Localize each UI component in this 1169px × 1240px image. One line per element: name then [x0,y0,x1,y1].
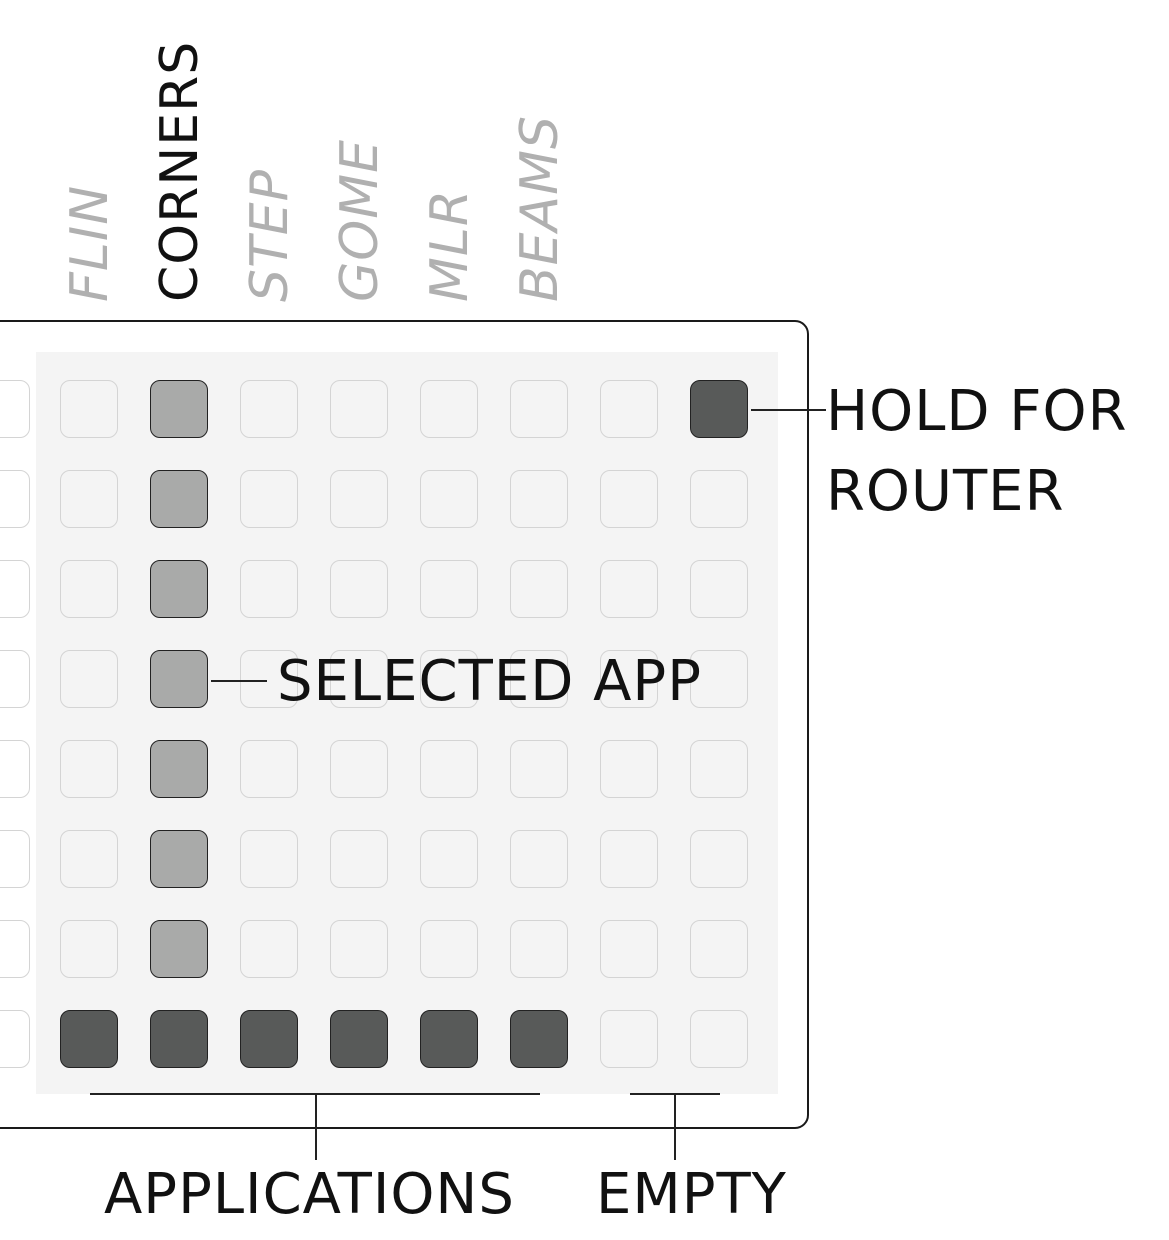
grid-key[interactable] [240,830,298,888]
grid-key[interactable] [690,920,748,978]
grid-key[interactable] [600,470,658,528]
grid-key[interactable] [0,380,30,438]
grid-key[interactable] [600,560,658,618]
app-label-mlr: MLR [420,189,480,302]
grid-key[interactable] [420,830,478,888]
grid-key[interactable] [240,740,298,798]
grid-key[interactable] [510,650,568,708]
grid-key[interactable] [420,380,478,438]
grid-key[interactable] [510,470,568,528]
applications-label: APPLICATIONS [104,1162,515,1227]
grid-key[interactable] [0,560,30,618]
app-label-beams: BEAMS [510,115,570,302]
selected-app-key[interactable] [150,380,208,438]
grid-key[interactable] [510,740,568,798]
grid-key[interactable] [600,920,658,978]
application-key[interactable] [330,1010,388,1068]
grid-key[interactable] [240,560,298,618]
grid-key[interactable] [420,740,478,798]
grid-key[interactable] [600,830,658,888]
grid-key[interactable] [690,650,748,708]
grid-key[interactable] [420,470,478,528]
router-callout-line [751,409,826,411]
grid-key[interactable] [510,920,568,978]
grid-key[interactable] [60,650,118,708]
grid-key[interactable] [420,650,478,708]
selected-app-key[interactable] [150,740,208,798]
grid-key[interactable] [330,470,388,528]
app-label-flin: FLIN [60,184,120,302]
grid-key[interactable] [690,560,748,618]
selected-app-key[interactable] [150,830,208,888]
application-key[interactable] [420,1010,478,1068]
grid-key[interactable] [330,650,388,708]
selected-app-key[interactable] [150,470,208,528]
router-key[interactable] [690,380,748,438]
grid-key[interactable] [240,380,298,438]
applications-leader-line [315,1094,317,1160]
app-label-step: STEP [240,169,300,302]
grid-key[interactable] [330,740,388,798]
grid-key[interactable] [690,830,748,888]
grid-key[interactable] [420,560,478,618]
grid-key[interactable] [60,830,118,888]
grid-key[interactable] [0,470,30,528]
grid-key[interactable] [690,740,748,798]
grid-key[interactable] [510,380,568,438]
empty-leader-line [674,1094,676,1160]
grid-key[interactable] [0,830,30,888]
grid-key[interactable] [240,470,298,528]
grid-key[interactable] [510,560,568,618]
selected-app-key[interactable] [150,920,208,978]
grid-key[interactable] [600,650,658,708]
grid-key[interactable] [0,740,30,798]
grid-key[interactable] [330,380,388,438]
grid-key[interactable] [60,470,118,528]
grid-key[interactable] [690,470,748,528]
hold-for-router-line-1: HOLD FOR [826,379,1128,444]
grid-key[interactable] [60,740,118,798]
selected-app-key[interactable] [150,560,208,618]
empty-key[interactable] [690,1010,748,1068]
grid-key[interactable] [600,380,658,438]
application-key[interactable] [240,1010,298,1068]
grid-panel [36,352,778,1094]
grid-key[interactable] [0,1010,30,1068]
grid-key[interactable] [60,560,118,618]
grid-key[interactable] [0,920,30,978]
selected-app-callout-line [211,680,267,682]
empty-label: EMPTY [596,1162,787,1227]
application-key[interactable] [150,1010,208,1068]
app-label-corners: CORNERS [150,40,210,302]
grid-key[interactable] [240,650,298,708]
grid-key[interactable] [240,920,298,978]
grid-key[interactable] [420,920,478,978]
app-label-gome: GOME [330,139,390,302]
hold-for-router-line-2: ROUTER [826,459,1065,524]
selected-app-key[interactable] [150,650,208,708]
grid-key[interactable] [330,920,388,978]
grid-key[interactable] [600,740,658,798]
grid-key[interactable] [0,650,30,708]
application-key[interactable] [60,1010,118,1068]
selected-app-label: SELECTED APP [277,649,702,714]
application-key[interactable] [510,1010,568,1068]
grid-key[interactable] [60,920,118,978]
grid-key[interactable] [330,560,388,618]
grid-key[interactable] [60,380,118,438]
hold-for-router-label: HOLD FOR ROUTER [826,372,1128,532]
grid-key[interactable] [330,830,388,888]
empty-key[interactable] [600,1010,658,1068]
grid-key[interactable] [510,830,568,888]
